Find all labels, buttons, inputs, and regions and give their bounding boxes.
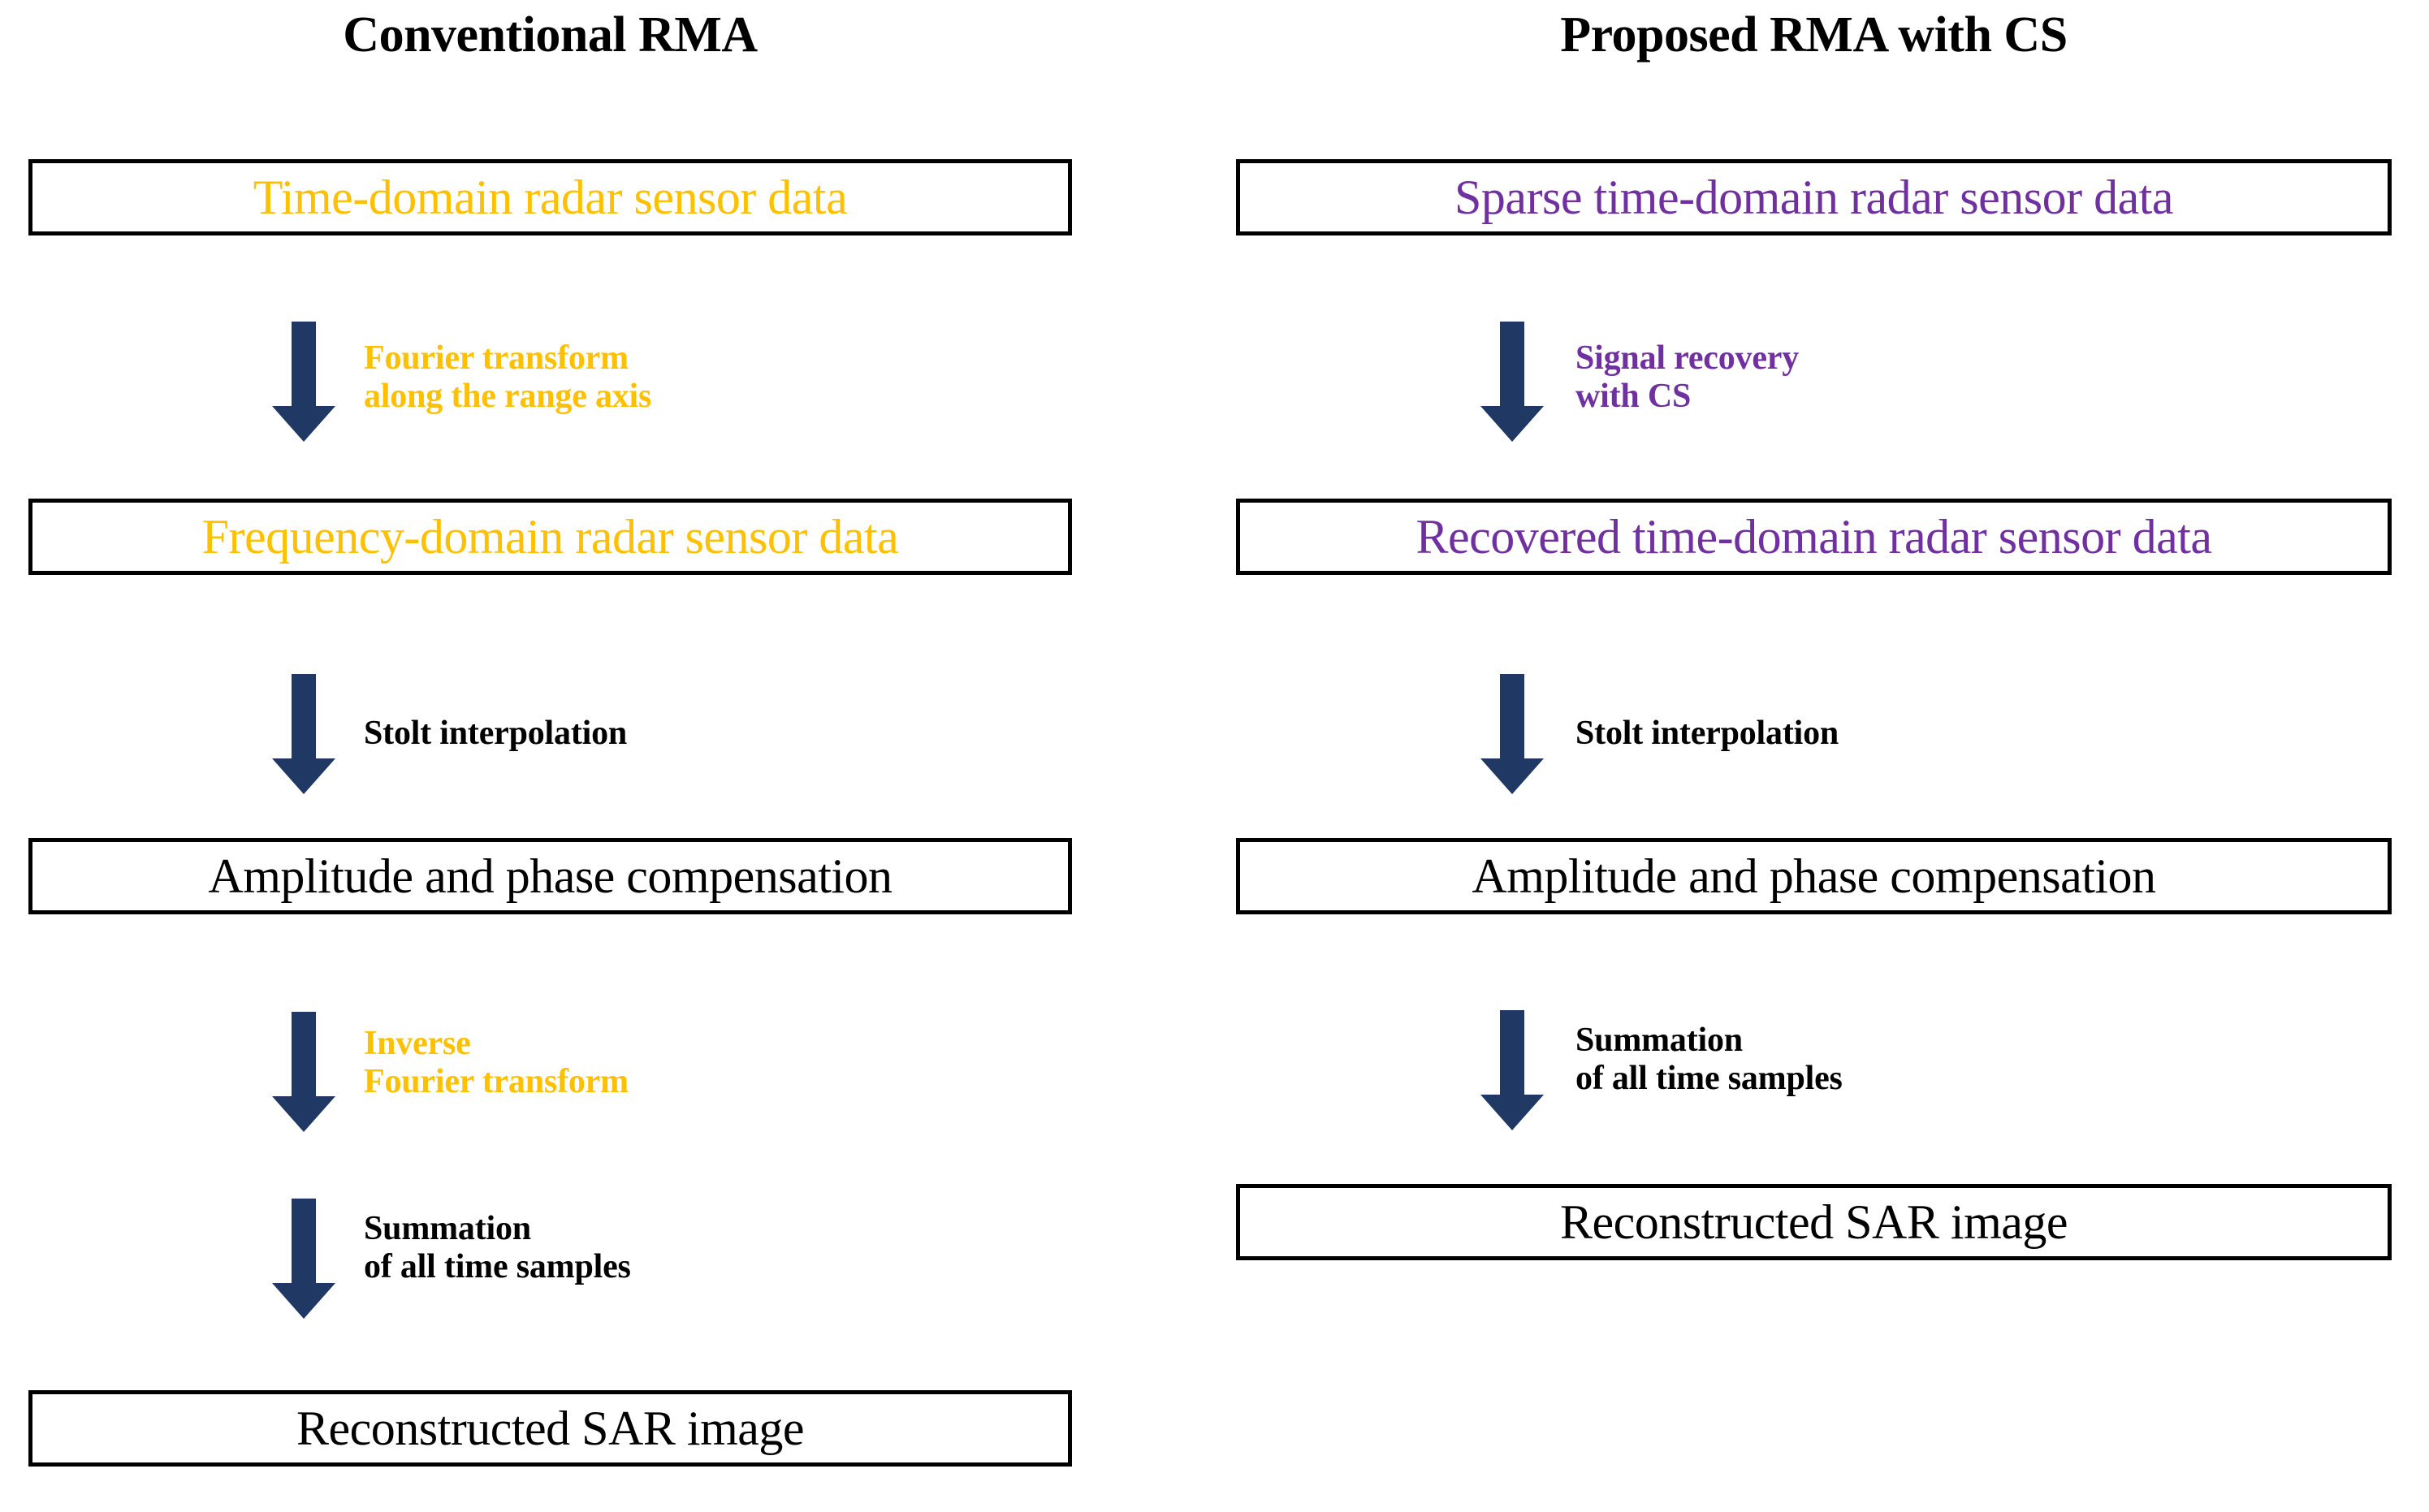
box-label: Amplitude and phase compensation: [1472, 849, 2156, 903]
process-box-reconstructed-sar-image-right: Reconstructed SAR image: [1236, 1184, 2392, 1260]
box-label: Time-domain radar sensor data: [253, 171, 848, 224]
box-label: Sparse time-domain radar sensor data: [1454, 171, 2174, 224]
down-arrow-icon: [1478, 1010, 1546, 1130]
arrow-label-summation-right: Summation of all time samples: [1575, 1022, 1843, 1098]
box-label: Recovered time-domain radar sensor data: [1415, 510, 2212, 564]
box-label: Frequency-domain radar sensor data: [201, 510, 899, 564]
process-box-reconstructed-sar-image-left: Reconstructed SAR image: [28, 1390, 1072, 1467]
arrow-label-inverse-fourier-transform: Inverse Fourier transform: [364, 1025, 629, 1101]
box-label: Reconstructed SAR image: [1559, 1195, 2068, 1249]
column-header-proposed: Proposed RMA with CS: [1560, 7, 2068, 63]
process-box-time-domain-data: Time-domain radar sensor data: [28, 159, 1072, 235]
arrow-label-stolt-interpolation-right: Stolt interpolation: [1575, 715, 1839, 752]
arrow-label-fourier-transform: Fourier transform along the range axis: [364, 339, 652, 416]
arrow-label-signal-recovery: Signal recovery with CS: [1575, 339, 1800, 416]
down-arrow-icon: [270, 322, 338, 442]
down-arrow-icon: [1478, 322, 1546, 442]
arrow-label-stolt-interpolation-left: Stolt interpolation: [364, 715, 628, 752]
arrow-label-summation-left: Summation of all time samples: [364, 1210, 631, 1286]
process-box-recovered-time-domain-data: Recovered time-domain radar sensor data: [1236, 499, 2392, 575]
process-box-amplitude-phase-compensation-left: Amplitude and phase compensation: [28, 838, 1072, 914]
process-box-frequency-domain-data: Frequency-domain radar sensor data: [28, 499, 1072, 575]
down-arrow-icon: [270, 1199, 338, 1319]
down-arrow-icon: [270, 1012, 338, 1132]
process-box-sparse-time-domain-data: Sparse time-domain radar sensor data: [1236, 159, 2392, 235]
box-label: Reconstructed SAR image: [296, 1402, 805, 1455]
column-header-conventional: Conventional RMA: [343, 7, 758, 63]
box-label: Amplitude and phase compensation: [208, 849, 893, 903]
down-arrow-icon: [270, 674, 338, 794]
down-arrow-icon: [1478, 674, 1546, 794]
process-box-amplitude-phase-compensation-right: Amplitude and phase compensation: [1236, 838, 2392, 914]
